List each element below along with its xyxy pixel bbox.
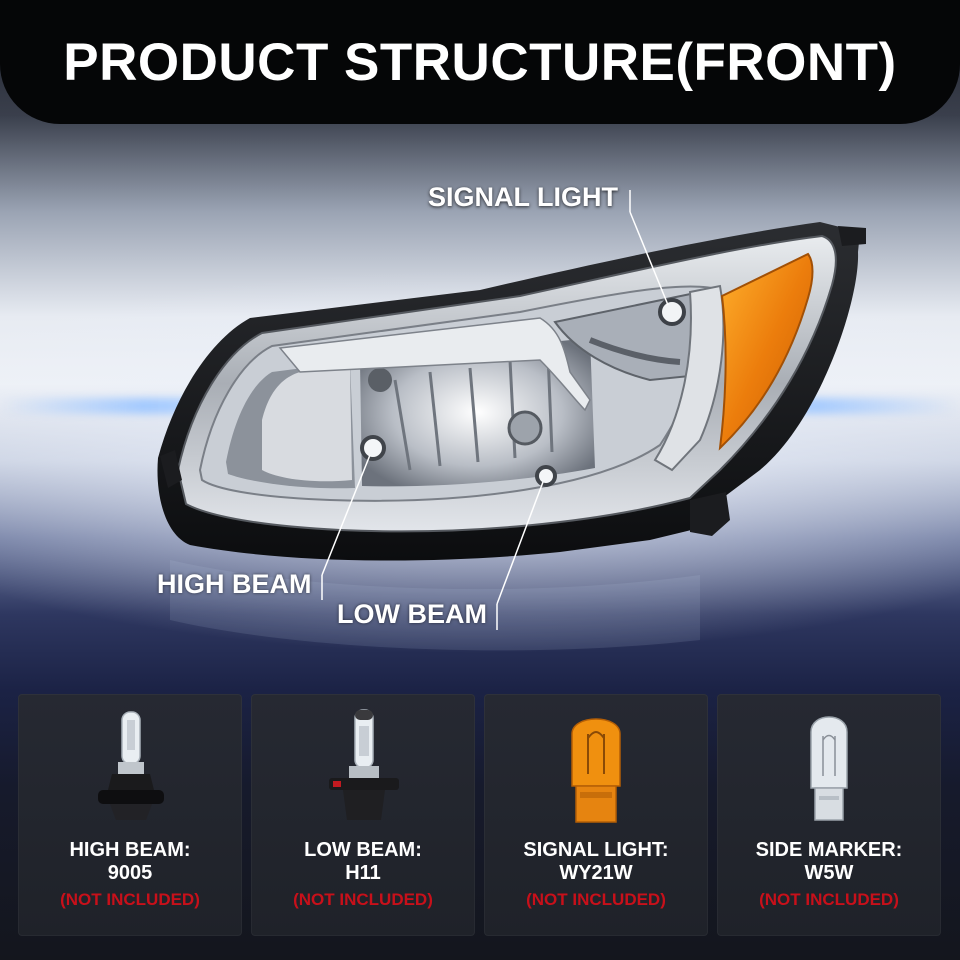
not-included-note: (NOT INCLUDED) (526, 890, 666, 909)
signal-light-callout: SIGNAL LIGHT (428, 182, 619, 212)
high-beam-callout: HIGH BEAM (157, 569, 312, 599)
signal-reflector-line (588, 337, 681, 365)
signal-socket (658, 298, 686, 326)
not-included-note: (NOT INCLUDED) (60, 890, 200, 909)
bottom-mounting-bracket (690, 492, 730, 536)
amber-side-marker-lens (718, 252, 814, 451)
clear-wedge-bulb-icon (810, 716, 848, 821)
low-beam-socket (535, 465, 557, 487)
bulb-card-low-beam: LOW BEAM: H11 (NOT INCLUDED) (251, 694, 475, 936)
side-mounting-bracket (160, 450, 182, 488)
headlamp-illustration (157, 190, 866, 651)
bulb-card-signal-light: SIGNAL LIGHT: WY21W (NOT INCLUDED) (484, 694, 708, 936)
bulb-name: SIDE MARKER: (755, 839, 903, 861)
low-beam-callout-line (496, 481, 544, 605)
halogen-bulb-9005-icon (98, 711, 164, 820)
bulb-name: LOW BEAM: (304, 839, 422, 861)
floor-reflection (170, 560, 700, 651)
not-included-note: (NOT INCLUDED) (293, 890, 433, 909)
amber-wedge-bulb-icon (571, 718, 621, 823)
bulb-card-side-marker: SIDE MARKER: W5W (NOT INCLUDED) (717, 694, 941, 936)
bulb-name: SIGNAL LIGHT: (523, 839, 669, 861)
bulb-card-high-beam: HIGH BEAM: 9005 (NOT INCLUDED) (18, 694, 242, 936)
center-reflector (360, 338, 595, 487)
upper-cap (368, 368, 392, 392)
bulb-code: WY21W (559, 862, 633, 884)
signal-callout-line (629, 211, 669, 306)
bulb-name: HIGH BEAM: (69, 839, 191, 861)
high-beam-callout-line (321, 454, 371, 576)
halogen-bulb-h11-icon (329, 709, 399, 820)
bulb-cards: HIGH BEAM: 9005 (NOT INCLUDED) LOW BEAM:… (18, 694, 944, 936)
high-beam-socket (360, 435, 386, 461)
top-mounting-bracket (838, 226, 866, 246)
bulb-code: W5W (804, 862, 854, 884)
outer-reflector-inner (262, 368, 352, 482)
bulb-code: 9005 (107, 862, 153, 884)
projector-cap (507, 410, 543, 446)
page-title: PRODUCT STRUCTURE(FRONT) (63, 32, 897, 92)
not-included-note: (NOT INCLUDED) (759, 890, 899, 909)
low-beam-callout: LOW BEAM (337, 599, 487, 629)
chrome-side-trim (653, 284, 725, 472)
title-banner: PRODUCT STRUCTURE(FRONT) (0, 0, 960, 124)
chrome-accent-bar (278, 317, 591, 412)
bulb-code: H11 (345, 862, 381, 884)
